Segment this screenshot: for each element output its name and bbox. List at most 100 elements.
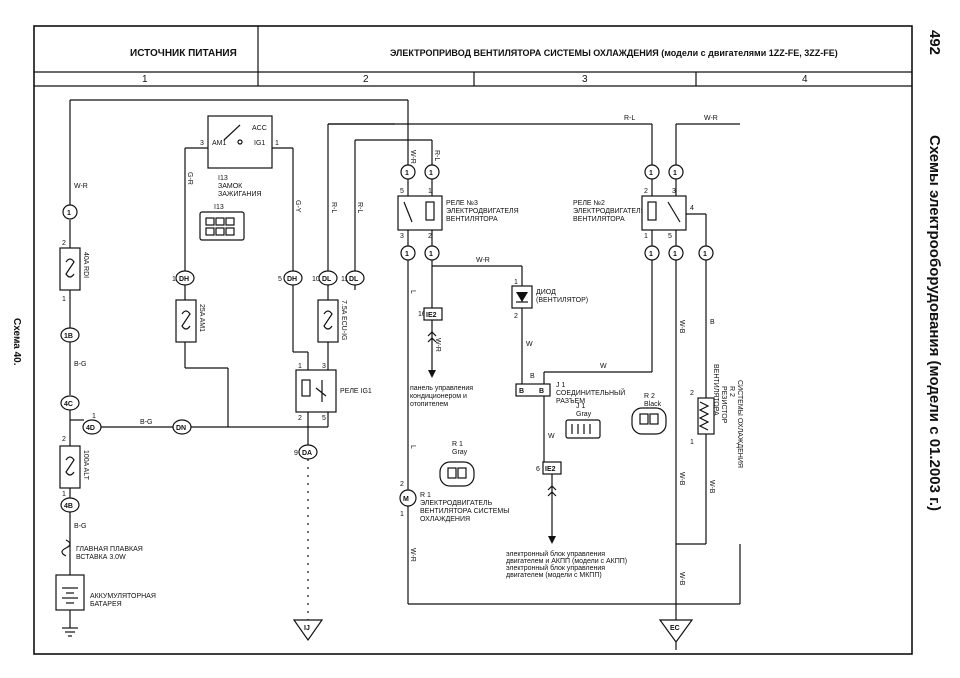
pin-label: 11 [341, 276, 348, 283]
pin-label: 9 [294, 450, 298, 457]
wire-label-w-b-4: W-B [708, 480, 715, 494]
connector-1b-label: 1B [64, 333, 73, 340]
pin-label: 2 [428, 233, 432, 240]
wire-label-g-y: G-Y [294, 200, 301, 213]
r2-ref: R 2 [728, 386, 735, 397]
pin-label: 1 [298, 363, 302, 370]
connector-1-left-label: 1 [67, 210, 71, 217]
connector-1b [60, 327, 80, 343]
j1-ref: J 1 [556, 382, 565, 389]
section-title: Схемы электрооборудования (модели с 01.2… [926, 135, 943, 511]
pin-label: 1 [644, 233, 648, 240]
j1-label-2: РАЗЪЕМ [556, 398, 585, 405]
r1-connector-face [439, 461, 475, 487]
pin-label: 2 [400, 481, 404, 488]
ecu-label-1: электронный блок управления [506, 550, 605, 558]
r2-label-1: РЕЗИСТОР [720, 386, 727, 424]
connector-relay3-top-right-label: 1 [429, 170, 433, 177]
relay2-label-2: ЭЛЕКТРОДВИГАТЕЛЯ [573, 208, 646, 215]
fuse-40a-rdi-label: 40A RDI [82, 252, 89, 278]
pin-label: 10 [312, 276, 320, 283]
pin-label: 1 [514, 279, 518, 286]
ignition-acc-label: ACC [252, 125, 267, 132]
pin-label: 5 [278, 276, 282, 283]
pin-label: 16 [418, 311, 426, 318]
connector-ie2-right-label: IE2 [545, 466, 556, 473]
wire-label-g-r: G-R [186, 172, 193, 185]
ac-panel-label-1: панель управления [410, 385, 473, 392]
r1-ref: R 1 [420, 492, 431, 499]
wire-label-w-r-6: W-R [704, 115, 718, 122]
ac-panel-label-2: кондиционером и [410, 393, 467, 400]
wire-label-b-g-1: B-G [74, 361, 86, 368]
pin-label: 2 [644, 188, 648, 195]
ecu-label-2: двигателем и АКПП (модели с АКПП) [506, 558, 627, 565]
j1-pin-b-right: B [539, 388, 544, 395]
r2-connector-face [631, 407, 667, 435]
wire-label-w-r-5: W-R [409, 548, 416, 562]
fuse-25a-am1 [175, 299, 197, 343]
wire-label-b-g-3: B-G [74, 523, 86, 530]
pin-label: 2 [690, 390, 694, 397]
pin-label: 1 [275, 140, 279, 147]
battery-symbol [55, 574, 85, 611]
ignition-name-2: ЗАЖИГАНИЯ [218, 191, 262, 198]
connector-relay2-bottom-left-label: 1 [649, 251, 653, 258]
j1-label-1: СОЕДИНИТЕЛЬНЫЙ [556, 388, 625, 397]
r2-connector-color: Black [644, 401, 662, 408]
pin-label: 1 [62, 491, 66, 498]
connector-relay3-bottom-left-label: 1 [405, 251, 409, 258]
connector-4d-label: 4D [86, 425, 95, 432]
relay2-label-1: РЕЛЕ №2 [573, 200, 605, 207]
ecu-label-3: электронный блок управления [506, 564, 605, 572]
ac-panel-label-3: отопителем [410, 401, 448, 408]
relay2-label-3: ВЕНТИЛЯТОРА [573, 216, 625, 223]
fusible-link [61, 539, 71, 557]
j1-connector-color: Gray [576, 411, 592, 418]
wire-label-r-l-3: R-L [433, 150, 440, 161]
connector-4b [60, 497, 80, 513]
pin-label: 1 [400, 511, 404, 518]
diode-fan [511, 285, 533, 309]
fuse-7-5a-ecu-ig-label: 7.5A ECU-IG [340, 300, 347, 340]
relay3-label-3: ВЕНТИЛЯТОРА [446, 216, 498, 223]
wire-label-b-g-2: B-G [140, 419, 152, 426]
ignition-am1-label: AM1 [212, 140, 227, 147]
header-left-title: ИСТОЧНИК ПИТАНИЯ [130, 48, 237, 59]
relay3-label-2: ЭЛЕКТРОДВИГАТЕЛЯ [446, 208, 519, 215]
relay-ig1-label: РЕЛЕ IG1 [340, 388, 372, 395]
ignition-name-1: ЗАМОК [218, 183, 243, 190]
ignition-ig1-label: IG1 [254, 140, 265, 147]
pin-label: 1 [428, 188, 432, 195]
diode-label-1: ДИОД [536, 289, 556, 296]
r2-label-2: ВЕНТИЛЯТОРА [712, 364, 719, 416]
column-label-1: 1 [142, 74, 148, 85]
column-label-3: 3 [582, 74, 588, 85]
connector-dh-left-label: DH [179, 276, 189, 283]
wire-label-w-r-1: W-R [74, 183, 88, 190]
wire-label-w-2: W [600, 363, 607, 370]
pin-label: 1 [92, 413, 96, 420]
connector-dh-right-label: DH [287, 276, 297, 283]
r1-label-1: ЭЛЕКТРОДВИГАТЕЛЬ [420, 500, 493, 507]
ground-ec-symbol [658, 619, 694, 650]
connector-4c-label: 4C [64, 401, 73, 408]
r2-connector-ref: R 2 [644, 393, 655, 400]
wire-label-r-l-2: R-L [356, 202, 363, 213]
connector-relay3-top-left-label: 1 [405, 170, 409, 177]
wire-label-r-l-1: R-L [330, 202, 337, 213]
wire-label-w-3: W [548, 433, 555, 440]
ignition-ref: I13 [218, 175, 228, 182]
connector-1-left [62, 204, 78, 220]
diagram-frame [33, 25, 913, 655]
fan-motor-symbol: M [403, 496, 409, 503]
connector-dl-11-label: DL [349, 276, 359, 283]
scheme-label: Схема 40. [11, 318, 22, 366]
r1-label-3: ОХЛАЖДЕНИЯ [420, 516, 470, 523]
connector-dl-10-label: DL [322, 276, 332, 283]
connector-relay2-top-right-label: 1 [673, 170, 677, 177]
fuse-100a-alt-label: 100A ALT [82, 450, 89, 481]
fuse-7-5a-ecu-ig [317, 299, 339, 343]
ignition-connector-ref: I13 [214, 204, 224, 211]
wire-label-w-r-4: W-R [434, 338, 441, 352]
